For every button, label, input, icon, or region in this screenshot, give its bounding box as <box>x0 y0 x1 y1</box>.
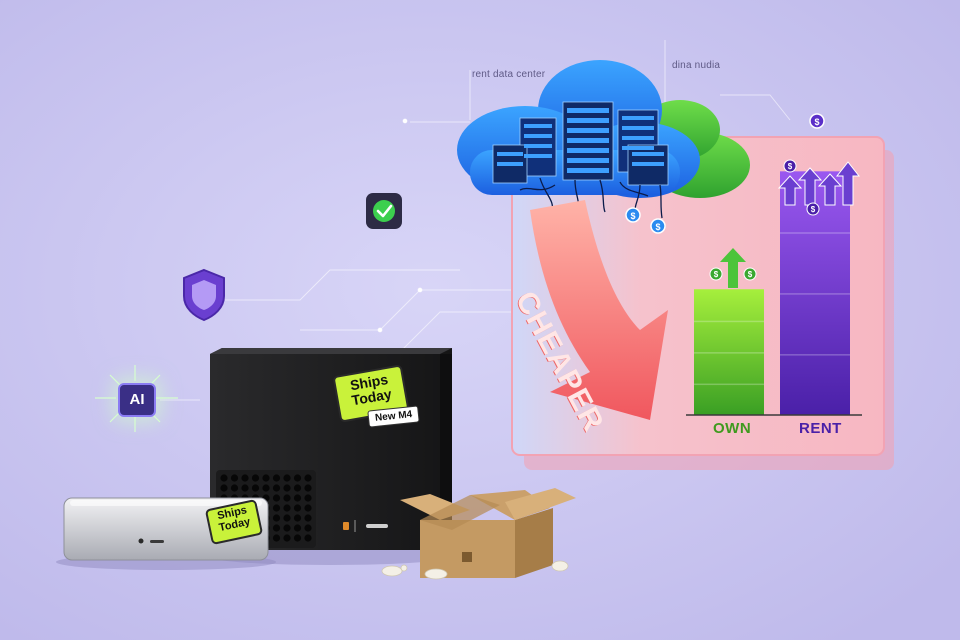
grille-hole <box>304 484 312 492</box>
bar-band <box>694 352 764 354</box>
svg-text:$: $ <box>788 162 793 171</box>
grille-hole <box>293 534 302 542</box>
bar-label-rent: RENT <box>799 420 842 437</box>
grille-hole <box>283 524 291 532</box>
up-arrows-rent: $ $ <box>777 159 861 216</box>
grille-hole <box>241 484 249 492</box>
grille-hole <box>272 504 281 512</box>
cardboard-box-icon <box>400 488 576 578</box>
grille-hole <box>272 484 281 492</box>
grille-hole <box>304 534 312 542</box>
bar-chart <box>694 171 850 415</box>
grille-hole <box>293 504 302 512</box>
grille-hole <box>251 474 260 482</box>
grille-hole <box>272 494 281 502</box>
grille-hole <box>283 534 291 542</box>
server-rack-icon <box>492 101 669 186</box>
svg-text:$: $ <box>630 211 635 221</box>
cloud-brand-label: dina nudia <box>672 60 721 71</box>
bar-band <box>694 320 764 323</box>
grille-hole <box>293 474 302 482</box>
ai-chip-rays <box>95 365 178 432</box>
svg-text:$: $ <box>814 117 819 127</box>
grille-hole <box>262 484 270 492</box>
grille-hole <box>293 484 302 492</box>
grille-hole <box>304 504 312 512</box>
grille-hole <box>272 514 281 522</box>
grille-hole <box>293 514 302 522</box>
grille-hole <box>304 524 312 532</box>
rent-data-center-label: rent data center <box>472 69 546 80</box>
svg-text:$: $ <box>811 205 816 214</box>
grille-hole <box>283 514 291 522</box>
bar-own <box>694 289 764 415</box>
grille-hole <box>304 494 312 502</box>
grille-hole <box>230 474 239 482</box>
svg-text:$: $ <box>748 270 753 279</box>
shield-icon <box>183 268 225 322</box>
ai-chip-icon: AI <box>118 383 156 417</box>
svg-text:$: $ <box>714 270 719 279</box>
grille-hole <box>272 474 281 482</box>
grille-hole <box>293 524 302 532</box>
grille-hole <box>293 494 302 502</box>
up-arrows-own: $ $ <box>709 248 757 288</box>
svg-text:$: $ <box>655 222 660 232</box>
grille-hole <box>272 524 281 532</box>
grille-hole <box>283 494 291 502</box>
grille-hole <box>304 514 312 522</box>
grille-hole <box>304 474 312 482</box>
grille-hole <box>230 484 239 492</box>
bar-band <box>694 383 764 386</box>
grille-hole <box>220 474 228 482</box>
bar-label-own: OWN <box>713 420 752 437</box>
packing-peanuts <box>381 560 569 580</box>
grille-hole <box>283 504 291 512</box>
grille-hole <box>262 474 270 482</box>
cheaper-arrow <box>530 200 668 420</box>
grille-hole <box>251 484 260 492</box>
bar-band <box>780 232 850 234</box>
grille-hole <box>283 474 291 482</box>
grille-hole <box>241 474 249 482</box>
cables <box>519 177 663 219</box>
check-icon <box>366 193 402 229</box>
bar-band <box>780 293 850 295</box>
grille-hole <box>283 484 291 492</box>
grille-hole <box>272 534 281 542</box>
grille-hole <box>220 484 228 492</box>
bar-band <box>780 354 850 356</box>
